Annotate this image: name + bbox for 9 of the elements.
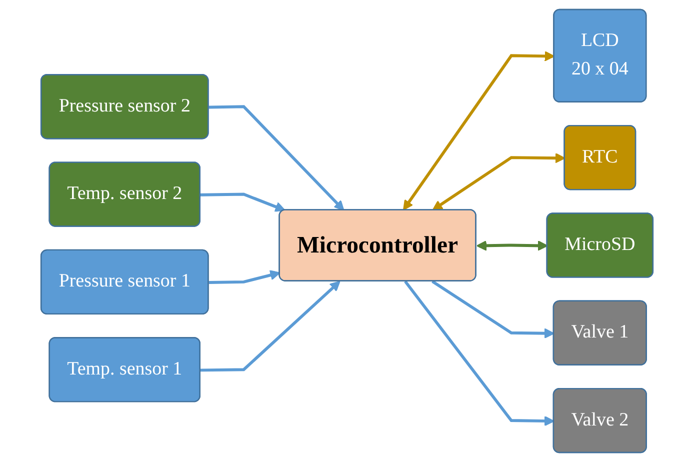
- arrow: [404, 280, 554, 426]
- arrow: [200, 192, 286, 212]
- arrow: [208, 105, 344, 211]
- arrow: [200, 280, 340, 372]
- arrow: [476, 240, 548, 251]
- arrow: [432, 152, 566, 210]
- arrow: [208, 270, 280, 284]
- arrow: [432, 280, 554, 339]
- arrow: [403, 50, 555, 210]
